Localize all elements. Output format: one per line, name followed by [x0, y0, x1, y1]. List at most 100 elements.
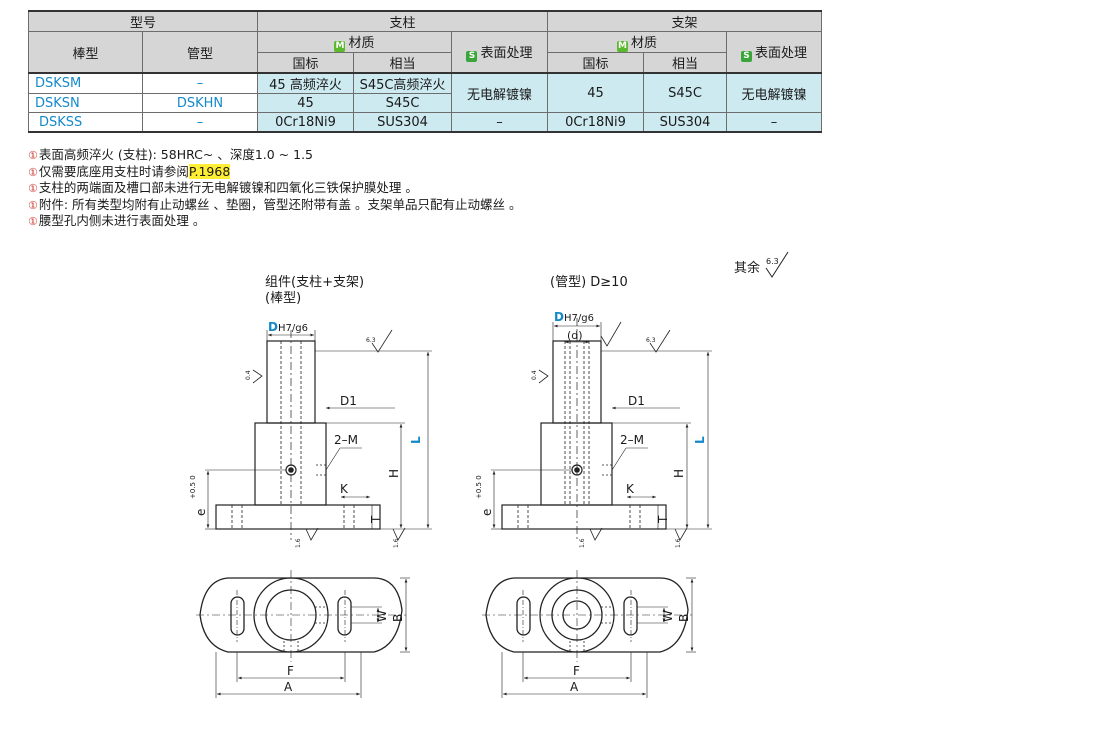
note-text: 仅需要底座用支柱时请参阅: [38, 163, 189, 179]
column-equiv: SUS304: [353, 112, 452, 133]
tube-code: –: [142, 112, 258, 133]
table-row: DSKSS – 0Cr18Ni9 SUS304 – 0Cr18Ni9 SUS30…: [28, 112, 822, 133]
svg-text:H7/g6: H7/g6: [564, 313, 594, 324]
left-front-labels: D H7/g6 D1 2–M L H K T e +0.5 0 6.3 1.6 …: [189, 320, 423, 548]
tube-code[interactable]: DSKHN: [142, 93, 258, 113]
svg-text:+0.5 0: +0.5 0: [189, 475, 197, 499]
svg-text:F: F: [573, 664, 580, 678]
svg-text:A: A: [284, 680, 293, 694]
surface-badge-icon: S: [740, 51, 752, 62]
column-equiv: S45C高频淬火: [353, 72, 452, 94]
svg-text:D: D: [554, 310, 564, 324]
svg-text:e: e: [194, 509, 208, 516]
note-text: 附件: 所有类型均附有止动螺丝 、垫圈，管型还附带有盖 。支架单品只配有止动螺丝…: [38, 196, 522, 212]
svg-text:其余: 其余: [734, 260, 760, 276]
note-item: ①仅需要底座用支柱时请参阅P.1968: [28, 163, 521, 181]
svg-text:L: L: [693, 436, 707, 444]
left-top-view: [196, 570, 410, 698]
svg-text:B: B: [391, 614, 405, 622]
header-column: 支柱: [257, 10, 548, 32]
note-bullet-icon: ①: [28, 165, 38, 179]
svg-text:1.6: 1.6: [393, 538, 400, 548]
material-badge-icon: M: [334, 41, 346, 52]
svg-text:W: W: [661, 610, 675, 622]
svg-text:+0.5 0: +0.5 0: [475, 475, 483, 499]
table-row: DSKSM – 45 高频淬火 S45C高频淬火 无电解镀镍 45 S45C 无…: [28, 72, 822, 113]
svg-text:2–M: 2–M: [334, 433, 358, 447]
svg-text:L: L: [409, 436, 423, 444]
material-label: 材质: [348, 36, 375, 51]
svg-text:e: e: [480, 509, 494, 516]
svg-text:A: A: [570, 680, 579, 694]
material-badge-icon: M: [616, 41, 628, 52]
svg-text:D1: D1: [340, 394, 357, 408]
svg-text:D1: D1: [628, 394, 645, 408]
rod-code[interactable]: DSKSM: [28, 72, 143, 94]
svg-text:D: D: [268, 320, 278, 334]
svg-text:T: T: [656, 515, 670, 524]
left-top-labels: F A W B: [284, 610, 405, 694]
column-gb: 0Cr18Ni9: [257, 112, 354, 133]
column-surface: –: [451, 112, 548, 133]
left-front-view: [205, 329, 432, 541]
surface-badge-icon: S: [466, 51, 478, 62]
note-bullet-icon: ①: [28, 215, 38, 228]
header-tube-type: 管型: [142, 31, 258, 74]
note-bullet-icon: ①: [28, 182, 38, 195]
svg-text:K: K: [626, 482, 635, 496]
svg-text:6.3: 6.3: [366, 337, 376, 344]
bracket-surface: –: [726, 112, 822, 133]
note-bullet-icon: ①: [28, 149, 38, 162]
left-title: 组件(支柱+支架): [265, 275, 364, 290]
header-bracket: 支架: [547, 10, 822, 32]
svg-text:0.4: 0.4: [531, 370, 538, 380]
right-front-view: [491, 318, 712, 541]
svg-text:B: B: [677, 614, 691, 622]
bracket-equiv: SUS304: [643, 112, 727, 133]
svg-text:6.3: 6.3: [766, 257, 779, 266]
surface-label: 表面处理: [754, 46, 807, 61]
rod-code[interactable]: DSKSS: [28, 112, 143, 133]
note-text: 腰型孔内侧未进行表面处理 。: [38, 213, 206, 228]
note-item: ①腰型孔内侧未进行表面处理 。: [28, 213, 521, 230]
svg-text:H: H: [672, 469, 686, 478]
svg-text:1.6: 1.6: [675, 538, 682, 548]
right-title: (管型) D≥10: [550, 275, 628, 290]
note-text: 支柱的两端面及槽口部未进行无电解镀镍和四氧化三铁保护膜处理 。: [38, 180, 418, 195]
header-col-gb: 国标: [257, 52, 354, 74]
note-bullet-icon: ①: [28, 198, 38, 212]
header-model: 型号: [28, 10, 258, 32]
note-item: ①表面高频淬火 (支柱): 58HRC~ 、深度1.0 ~ 1.5: [28, 147, 521, 164]
svg-text:1.6: 1.6: [295, 538, 302, 548]
page-link[interactable]: P.1968: [188, 163, 231, 179]
material-label: 材质: [630, 36, 657, 51]
bracket-gb: 0Cr18Ni9: [547, 112, 644, 133]
column-gb: 45 高频淬火: [257, 72, 354, 94]
surface-label: 表面处理: [480, 46, 533, 61]
bracket-surface: 无电解镀镍: [726, 72, 822, 113]
roughness-note: 其余 6.3: [734, 251, 789, 278]
svg-text:K: K: [340, 482, 349, 496]
rod-code[interactable]: DSKSN: [28, 93, 143, 113]
column-equiv: S45C: [353, 93, 452, 113]
svg-text:(d): (d): [567, 329, 583, 342]
svg-text:0.4: 0.4: [245, 370, 252, 380]
note-item: ①附件: 所有类型均附有止动螺丝 、垫圈，管型还附带有盖 。支架单品只配有止动螺…: [28, 197, 521, 214]
svg-text:F: F: [287, 664, 294, 678]
note-text: 表面高频淬火 (支柱): 58HRC~ 、深度1.0 ~ 1.5: [38, 147, 314, 162]
right-front-labels: D H7/g6 (d) D1 2–M L H K T e +0.5 0 6.3 …: [475, 310, 707, 548]
svg-text:1.6: 1.6: [579, 538, 586, 548]
left-subtitle: (棒型): [265, 291, 301, 306]
svg-text:H7/g6: H7/g6: [278, 323, 308, 334]
svg-text:H: H: [387, 469, 401, 478]
svg-text:6.3: 6.3: [646, 337, 656, 344]
table-row: DSKSN DSKHN 45 S45C: [28, 93, 822, 113]
column-gb: 45: [257, 93, 354, 113]
header-br-gb: 国标: [547, 52, 644, 74]
svg-text:2–M: 2–M: [620, 433, 644, 447]
column-surface: 无电解镀镍: [451, 72, 548, 113]
